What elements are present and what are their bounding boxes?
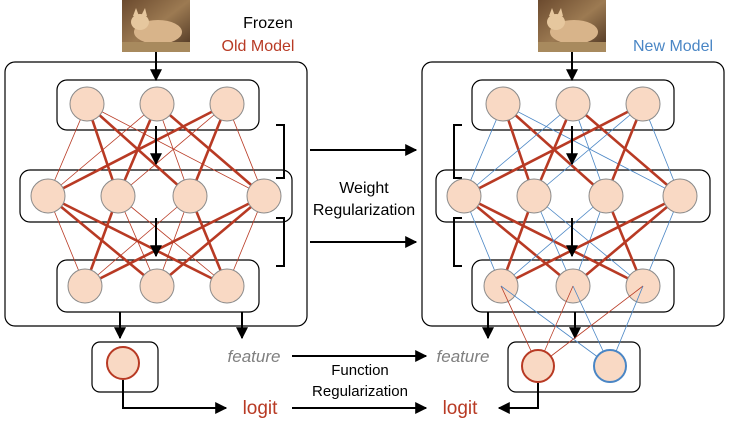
new-bracket-top (453, 124, 462, 179)
new-weight-7 (572, 103, 681, 197)
old-weight-8 (47, 102, 228, 198)
new-node-l2-5 (588, 178, 624, 214)
new-model-input-image (538, 0, 606, 52)
feature-label-left: feature (228, 347, 281, 366)
new-weight-4 (463, 103, 574, 197)
old-layer-3-box (56, 259, 260, 313)
new-model-label: New Model (633, 38, 713, 55)
old-node-l2-6 (246, 178, 282, 214)
old-model-input-image (122, 0, 190, 52)
weight-reg-line2: Regularization (313, 202, 415, 219)
new-node-l2-4 (516, 178, 552, 214)
old-bracket-top (276, 124, 285, 179)
weight-reg-line1: Weight (339, 180, 389, 197)
old-node-l2-4 (100, 178, 136, 214)
new-weight-3 (502, 103, 681, 197)
old-node-l3-8 (139, 268, 175, 304)
old-node-l1-1 (139, 86, 175, 122)
weight-regularization: Weight Regularization (310, 144, 418, 248)
new-node-l1-0 (485, 86, 521, 122)
function-regularization: feature feature Function Regularization … (228, 347, 490, 419)
new-node-l2-6 (662, 178, 698, 214)
new-weight-8 (463, 102, 644, 198)
old-node-l2-5 (172, 178, 208, 214)
new-head-box (507, 341, 641, 393)
new-weight-9 (533, 103, 644, 197)
logit-label-right: logit (443, 398, 479, 419)
old-model-label: Old Model (222, 38, 295, 55)
new-model: New Model (421, 0, 725, 414)
new-output-node-new-class (593, 349, 627, 383)
old-weight-7 (156, 103, 265, 197)
new-node-l1-1 (555, 86, 591, 122)
feature-label-right: feature (437, 347, 490, 366)
logit-label-left: logit (243, 398, 279, 419)
old-node-l1-0 (69, 86, 105, 122)
new-weight-22 (572, 195, 681, 287)
old-model-nodes (30, 86, 282, 304)
new-model-weights (463, 102, 681, 288)
old-node-l3-7 (67, 268, 103, 304)
old-bracket-bottom (276, 217, 285, 267)
old-node-l2-3 (30, 178, 66, 214)
old-node-l3-9 (209, 268, 245, 304)
new-output-node-old-class (521, 349, 555, 383)
old-weight-18 (84, 195, 191, 287)
new-weight-18 (500, 195, 607, 287)
old-model-frame (4, 61, 308, 327)
new-model-frame (421, 61, 725, 327)
old-model: Frozen Old Model (4, 0, 308, 414)
old-weight-22 (156, 195, 265, 287)
old-weight-3 (86, 103, 265, 197)
new-bracket-bottom (453, 217, 462, 267)
new-layer-3-box (471, 259, 675, 313)
new-model-nodes (446, 86, 698, 304)
old-weight-4 (47, 103, 158, 197)
old-weight-21 (84, 194, 265, 288)
old-weight-9 (117, 103, 228, 197)
frozen-label: Frozen (243, 15, 293, 32)
new-node-l1-2 (625, 86, 661, 122)
new-node-l2-3 (446, 178, 482, 214)
function-reg-line1: Function (331, 362, 389, 379)
function-reg-line2: Regularization (312, 383, 408, 400)
new-head-weight-4 (537, 285, 644, 367)
new-weight-21 (500, 194, 681, 288)
old-head-box (91, 341, 159, 393)
old-output-node (106, 346, 140, 380)
old-layer-1-box (56, 79, 260, 131)
old-node-l1-2 (209, 86, 245, 122)
